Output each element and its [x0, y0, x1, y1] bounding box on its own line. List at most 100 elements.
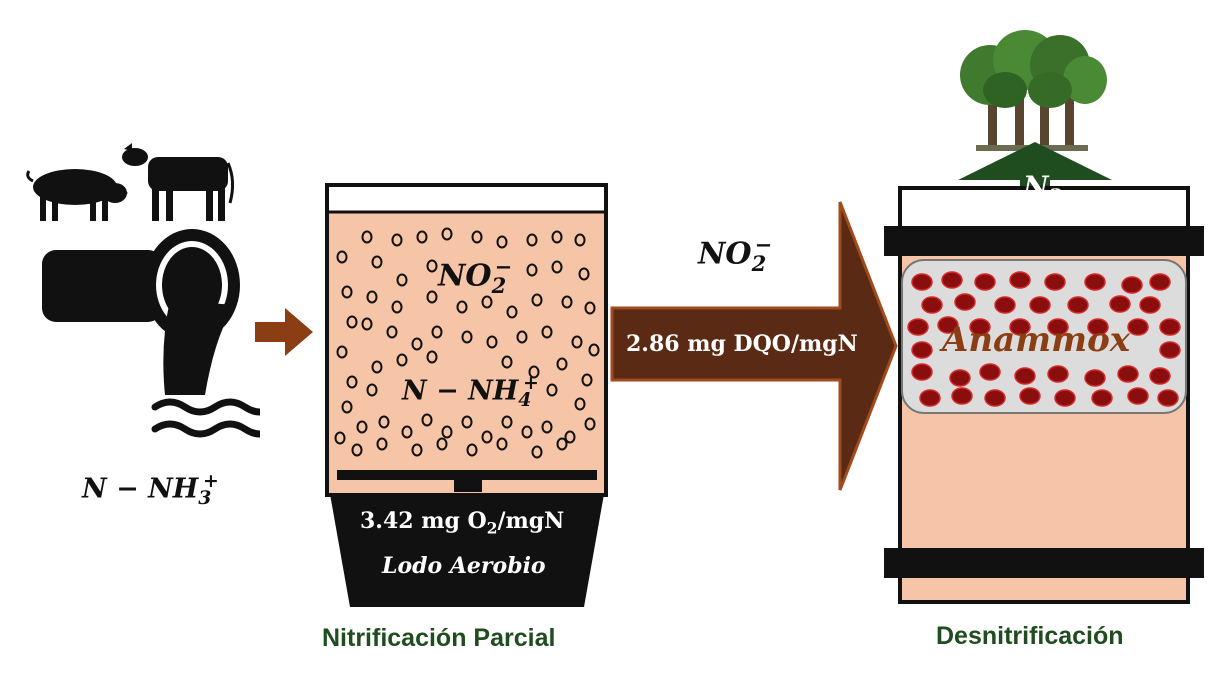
air-bubble [466, 443, 478, 457]
anammox-granule [1121, 276, 1143, 294]
air-bubble [351, 443, 363, 457]
anammox-granule [911, 273, 933, 291]
air-bubble [416, 230, 428, 244]
air-bubble [378, 415, 390, 429]
air-bubble [564, 430, 576, 444]
anammox-granule [1127, 318, 1149, 336]
air-bubble [526, 233, 538, 247]
air-bubble [516, 330, 528, 344]
air-bubble [584, 417, 596, 431]
air-bubble [481, 430, 493, 444]
anammox-granule [979, 363, 1001, 381]
air-bubble [441, 227, 453, 241]
air-bubble [441, 425, 453, 439]
n2-label: N2 [1023, 170, 1063, 208]
air-bubble [556, 357, 568, 371]
anammox-label: Anammox [942, 320, 1131, 360]
air-bubbles [334, 227, 600, 459]
air-bubble [531, 445, 543, 459]
anammox-granule [1029, 296, 1051, 314]
air-bubble [526, 263, 538, 277]
denitrification-reactor [884, 30, 1204, 604]
anammox-granule [949, 369, 971, 387]
anammox-granule [1091, 389, 1113, 407]
air-diffuser [337, 470, 597, 480]
air-bubble [411, 443, 423, 457]
anammox-granule [941, 271, 963, 289]
influent-ammonium-label: N − NH3+ [82, 470, 219, 509]
cow-icon [122, 143, 235, 221]
anammox-granule [951, 387, 973, 405]
anammox-granule [1019, 387, 1041, 405]
air-bubble [541, 420, 553, 434]
air-bubble [481, 295, 493, 309]
air-bubble [411, 337, 423, 351]
anammox-granule [937, 316, 959, 334]
air-bubble [456, 300, 468, 314]
air-bubble [391, 300, 403, 314]
air-bubble [356, 420, 368, 434]
air-bubble [574, 233, 586, 247]
anammox-granule [1054, 389, 1076, 407]
transfer-nitrite-label: NO2− [698, 232, 773, 276]
water-waves-icon [151, 398, 260, 438]
anammox-granule [994, 296, 1016, 314]
air-bubble [396, 353, 408, 367]
pig-icon [26, 169, 128, 221]
aerobic-sludge-label: Lodo Aerobio [382, 553, 546, 579]
air-bubble [336, 345, 348, 359]
anammox-granule [1084, 273, 1106, 291]
air-bubble [546, 383, 558, 397]
anammox-granule [1009, 318, 1031, 336]
air-bubble [461, 330, 473, 344]
air-bubble [426, 290, 438, 304]
anammox-granule [907, 318, 929, 336]
anammox-granule [1117, 365, 1139, 383]
air-bubble [346, 315, 358, 329]
anammox-granule [1084, 369, 1106, 387]
air-bubble [574, 397, 586, 411]
anammox-granule [1047, 318, 1069, 336]
anammox-granule [984, 389, 1006, 407]
oxygen-demand-label: 3.42 mg O2/mgN [360, 508, 565, 538]
reactor-base [330, 494, 604, 607]
air-bubble [436, 437, 448, 451]
air-bubble [551, 260, 563, 274]
air-bubble [366, 290, 378, 304]
air-bubble [421, 413, 433, 427]
air-bubble [486, 335, 498, 349]
air-bubble [391, 233, 403, 247]
air-bubble [334, 431, 346, 445]
anammox-granule [1149, 273, 1171, 291]
air-bubble [506, 305, 518, 319]
trees-icon [960, 30, 1107, 151]
lower-support-band [884, 548, 1204, 578]
anammox-granule [969, 318, 991, 336]
anammox-granule [919, 389, 941, 407]
anammox-granule [1014, 367, 1036, 385]
nitrite-label: NO2− [438, 254, 513, 298]
air-bubble [501, 355, 513, 369]
anammox-granule [974, 273, 996, 291]
denitrification-caption: Desnitrificación [936, 622, 1124, 650]
air-bubble [528, 365, 540, 379]
air-bubble [578, 267, 590, 281]
air-bubble [396, 273, 408, 287]
anammox-granule [1067, 296, 1089, 314]
air-bubble [496, 235, 508, 249]
anammox-granules [907, 271, 1181, 407]
air-bubble [496, 437, 508, 451]
anammox-granule [1159, 318, 1181, 336]
anammox-granule [954, 293, 976, 311]
anammox-granule [911, 363, 933, 381]
anammox-granule [1127, 387, 1149, 405]
anammox-granule [1047, 365, 1069, 383]
air-bubble [361, 230, 373, 244]
air-bubble [426, 350, 438, 364]
cod-demand-label: 2.86 mg DQO/mgN [626, 331, 858, 357]
pipe-icon [42, 229, 240, 395]
anammox-granule [1009, 271, 1031, 289]
air-bubble [366, 383, 378, 397]
air-bubble [361, 317, 373, 331]
air-bubble [376, 437, 388, 451]
